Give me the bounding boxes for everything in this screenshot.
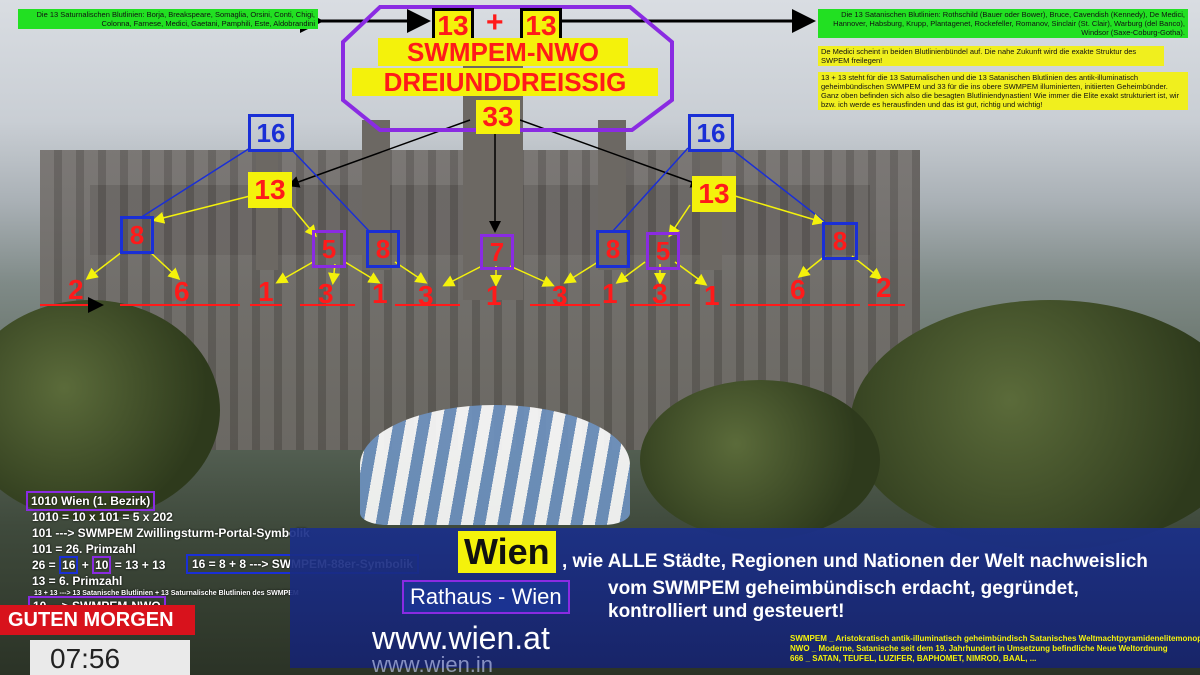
row-num: 6 bbox=[790, 274, 806, 305]
trees-left bbox=[0, 300, 220, 520]
url-wien: www.wien.at bbox=[372, 620, 550, 656]
info-line: 101 ---> SWMPEM Zwillingsturm-Portal-Sym… bbox=[32, 526, 310, 540]
footnote-swmpem: SWMPEM _ Aristokratisch antik-illuminati… bbox=[790, 634, 1200, 643]
tent-dome bbox=[360, 405, 630, 525]
row-num: 2 bbox=[876, 272, 892, 303]
info-wien-bezirk: 1010 Wien (1. Bezirk) bbox=[26, 491, 156, 511]
info-line-26: 26 = 16 + 10 = 13 + 13 bbox=[32, 556, 166, 574]
box-8-c: 8 bbox=[596, 230, 630, 268]
box-8-d: 8 bbox=[822, 222, 858, 260]
row-num: 1 bbox=[372, 278, 388, 309]
info-line-small: 13 + 13 ---> 13 Satanische Blutlinien + … bbox=[34, 590, 299, 597]
yellow-note-medici: De Medici scheint in beiden Blutlinienbü… bbox=[818, 46, 1164, 66]
box-13-building-left: 13 bbox=[248, 172, 292, 208]
footnote-666: 666 _ SATAN, TEUFEL, LUZIFER, BAPHOMET, … bbox=[790, 654, 1037, 663]
green-note-right: Die 13 Satanischen Blutlinien: Rothschil… bbox=[818, 9, 1188, 38]
info-line: 1010 = 10 x 101 = 5 x 202 bbox=[32, 510, 173, 524]
box-16-right: 16 bbox=[688, 114, 734, 152]
box-5-a: 5 bbox=[312, 230, 346, 268]
info-26-prefix: 26 = bbox=[32, 558, 60, 572]
row-num: 1 bbox=[486, 280, 502, 311]
row-num: 1 bbox=[258, 276, 274, 307]
green-note-left: Die 13 Saturnalischen Blutlinien: Borja,… bbox=[18, 9, 318, 29]
row-num: 3 bbox=[552, 280, 568, 311]
box-5-b: 5 bbox=[646, 232, 680, 270]
title-dreiunddreissig: DREIUNDDREISSIG bbox=[352, 68, 658, 96]
info-line: 101 = 26. Primzahl bbox=[32, 542, 136, 556]
row-num: 3 bbox=[418, 280, 434, 311]
info-line: 13 = 6. Primzahl bbox=[32, 574, 123, 588]
plus-sign: + bbox=[486, 6, 504, 39]
row-num: 3 bbox=[652, 278, 668, 309]
wien-highlight: Wien bbox=[458, 531, 556, 573]
box-8-a: 8 bbox=[120, 216, 154, 254]
row-num: 3 bbox=[318, 278, 334, 309]
footnote-nwo: NWO _ Moderne, Satanische seit dem 19. J… bbox=[790, 644, 1168, 653]
trees-right bbox=[850, 300, 1200, 550]
side-tower-right bbox=[598, 120, 626, 270]
banner-line-3: kontrolliert und gesteuert! bbox=[608, 601, 845, 622]
rathaus-label: Rathaus - Wien bbox=[402, 580, 570, 614]
row-num: 6 bbox=[174, 276, 190, 307]
box-8-b: 8 bbox=[366, 230, 400, 268]
box-7: 7 bbox=[480, 234, 514, 270]
info-26-16: 16 bbox=[59, 556, 79, 574]
yellow-note-explanation: 13 + 13 steht für die 13 Saturnalischen … bbox=[818, 72, 1188, 110]
info-26-suffix: = 13 + 13 bbox=[111, 558, 166, 572]
banner-line-2: vom SWMPEM geheimbündisch erdacht, gegrü… bbox=[608, 578, 1079, 599]
row-num: 1 bbox=[602, 278, 618, 309]
show-label: GUTEN MORGEN bbox=[0, 605, 195, 635]
info-26-plus: + bbox=[78, 558, 93, 572]
tv-clock: 07:56 bbox=[30, 640, 190, 675]
box-13-building-right: 13 bbox=[692, 176, 736, 212]
row-num: 2 bbox=[68, 274, 84, 305]
url-wien-partial: www.wien.in bbox=[372, 652, 494, 675]
title-swmpem-nwo: SWMPEM-NWO bbox=[378, 38, 628, 66]
banner-line-1: , wie ALLE Städte, Regionen und Nationen… bbox=[562, 551, 1148, 572]
trees-mid bbox=[640, 380, 880, 540]
row-num: 1 bbox=[704, 280, 720, 311]
box-16-left: 16 bbox=[248, 114, 294, 152]
box-33: 33 bbox=[476, 100, 520, 134]
info-26-10: 10 bbox=[92, 556, 112, 574]
